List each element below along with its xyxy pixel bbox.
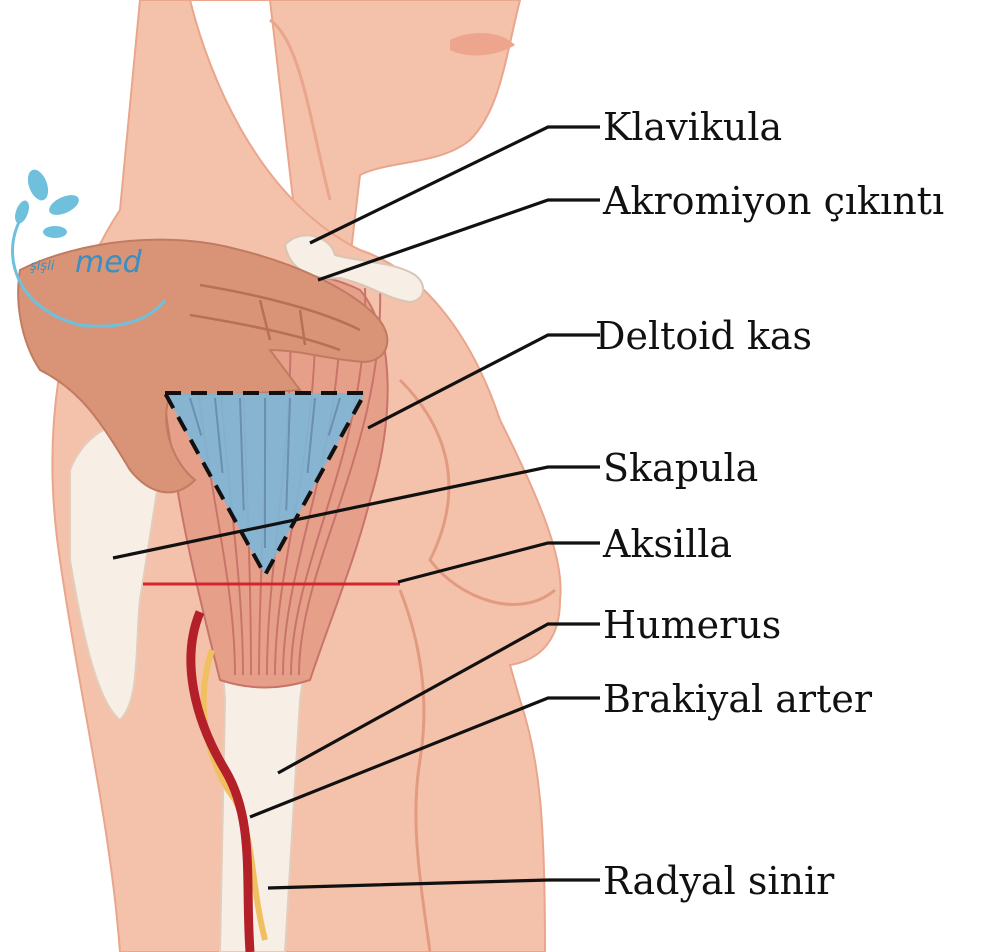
logo-brand-text: med	[75, 245, 143, 280]
logo-leaf	[43, 226, 67, 238]
label-aksilla: Aksilla	[602, 522, 732, 566]
logo-leaf	[46, 191, 82, 219]
label-akromiyon: Akromiyon çıkıntı	[602, 179, 944, 223]
logo-small-text: şişli	[30, 259, 55, 274]
logo-leaf	[24, 167, 52, 203]
label-humerus: Humerus	[603, 603, 781, 647]
label-radyal: Radyal sinir	[603, 859, 835, 903]
label-brakiyal: Brakiyal arter	[603, 677, 873, 721]
label-klavikula: Klavikula	[603, 105, 782, 149]
label-skapula: Skapula	[603, 446, 758, 490]
logo-leaf	[12, 199, 31, 226]
labels: Klavikula Akromiyon çıkıntı Deltoid kas …	[595, 105, 944, 903]
label-deltoid: Deltoid kas	[595, 314, 812, 358]
